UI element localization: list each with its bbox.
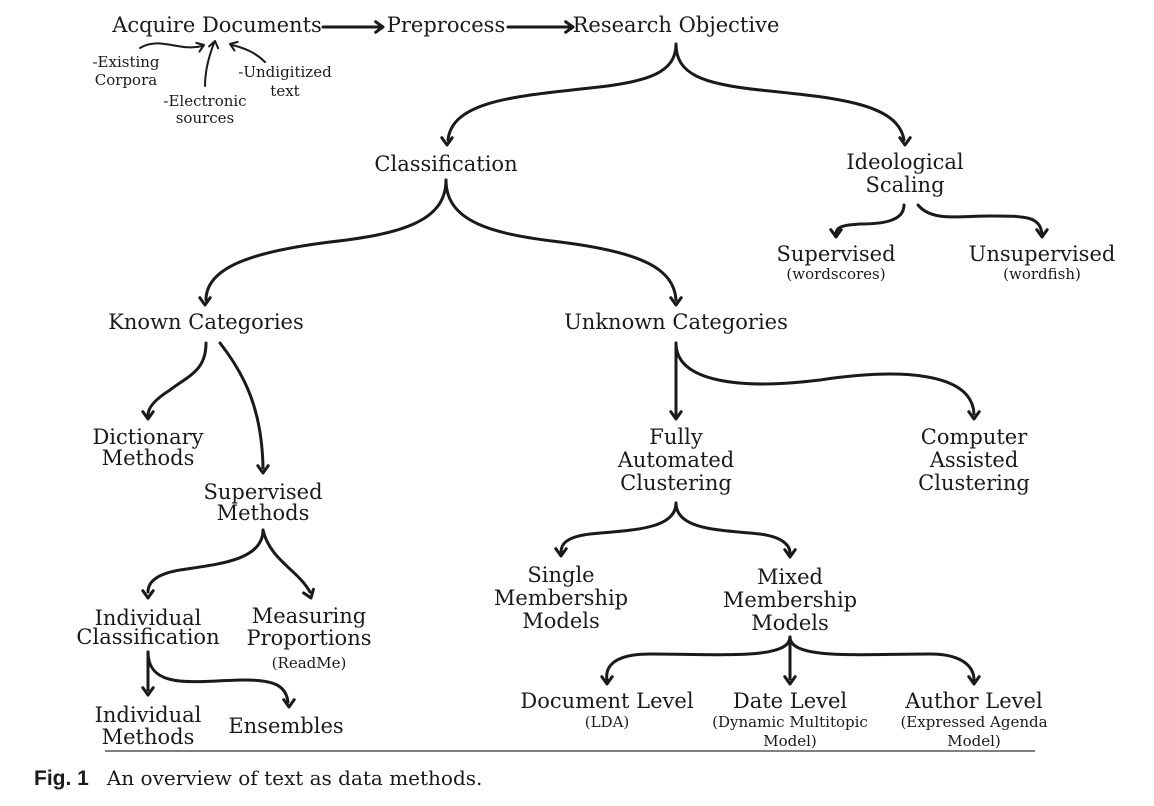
arrow-mixed-to-document-level [600, 635, 792, 686]
arrow-research-to-ideological [674, 42, 912, 147]
node-acquire-documents: Acquire Documents [111, 13, 322, 37]
node-ensembles: Ensembles [228, 714, 343, 738]
node-unsupervised-scaling-note: (wordfish) [1003, 265, 1081, 283]
node-date-level: Date Level [733, 689, 848, 713]
arrow-classification-to-known [198, 178, 448, 307]
node-supervised-scaling-note: (wordscores) [786, 265, 885, 283]
arrow-fully-automated-to-mixed [674, 501, 797, 559]
arrow-unknown-to-fully-automated [669, 341, 683, 421]
arrow-supervised-to-measuring [261, 528, 315, 600]
arrow-unknown-to-computer-assisted [674, 341, 981, 421]
figure-label: Fig. 1 [34, 767, 89, 790]
arrow-existing-to-acquire [139, 41, 205, 53]
arrow-mixed-to-date-level [783, 635, 797, 686]
arrow-fully-automated-to-single [554, 501, 678, 558]
arrow-research-to-classification [440, 42, 678, 147]
diagram-arrows [139, 20, 1049, 709]
arrow-classification-to-unknown [444, 178, 683, 307]
figure-caption-text: An overview of text as data methods. [106, 766, 483, 790]
arrow-mixed-to-author-level [788, 635, 981, 686]
arrow-supervised-to-individual-classification [141, 528, 265, 600]
node-measuring-proportions-note: (ReadMe) [272, 654, 347, 672]
node-classification: Classification [374, 152, 517, 176]
arrow-ideological-to-supervised [829, 203, 906, 239]
node-research-objective: Research Objective [573, 13, 780, 37]
node-document-level-note: (LDA) [585, 713, 630, 731]
arrow-known-to-supervised-methods [218, 341, 270, 475]
arrow-individual-classification-to-ensembles [146, 650, 296, 709]
arrow-undigitized-to-acquire [229, 40, 266, 63]
arrow-known-to-dictionary [141, 341, 208, 421]
node-supervised-scaling: Supervised [776, 242, 895, 266]
node-known-categories: Known Categories [108, 310, 304, 334]
figure-caption: Fig. 1 An overview of text as data method… [34, 766, 482, 796]
arrow-acquire-to-preprocess [321, 20, 385, 34]
node-preprocess: Preprocess [387, 13, 505, 37]
node-unknown-categories: Unknown Categories [564, 310, 788, 334]
node-unsupervised-scaling: Unsupervised [969, 242, 1116, 266]
node-document-level: Document Level [520, 689, 693, 713]
arrow-preprocess-to-research [506, 20, 575, 34]
arrow-ideological-to-unsupervised [916, 203, 1049, 239]
arrow-electronic-to-acquire [204, 40, 220, 87]
node-author-level: Author Level [904, 689, 1043, 713]
